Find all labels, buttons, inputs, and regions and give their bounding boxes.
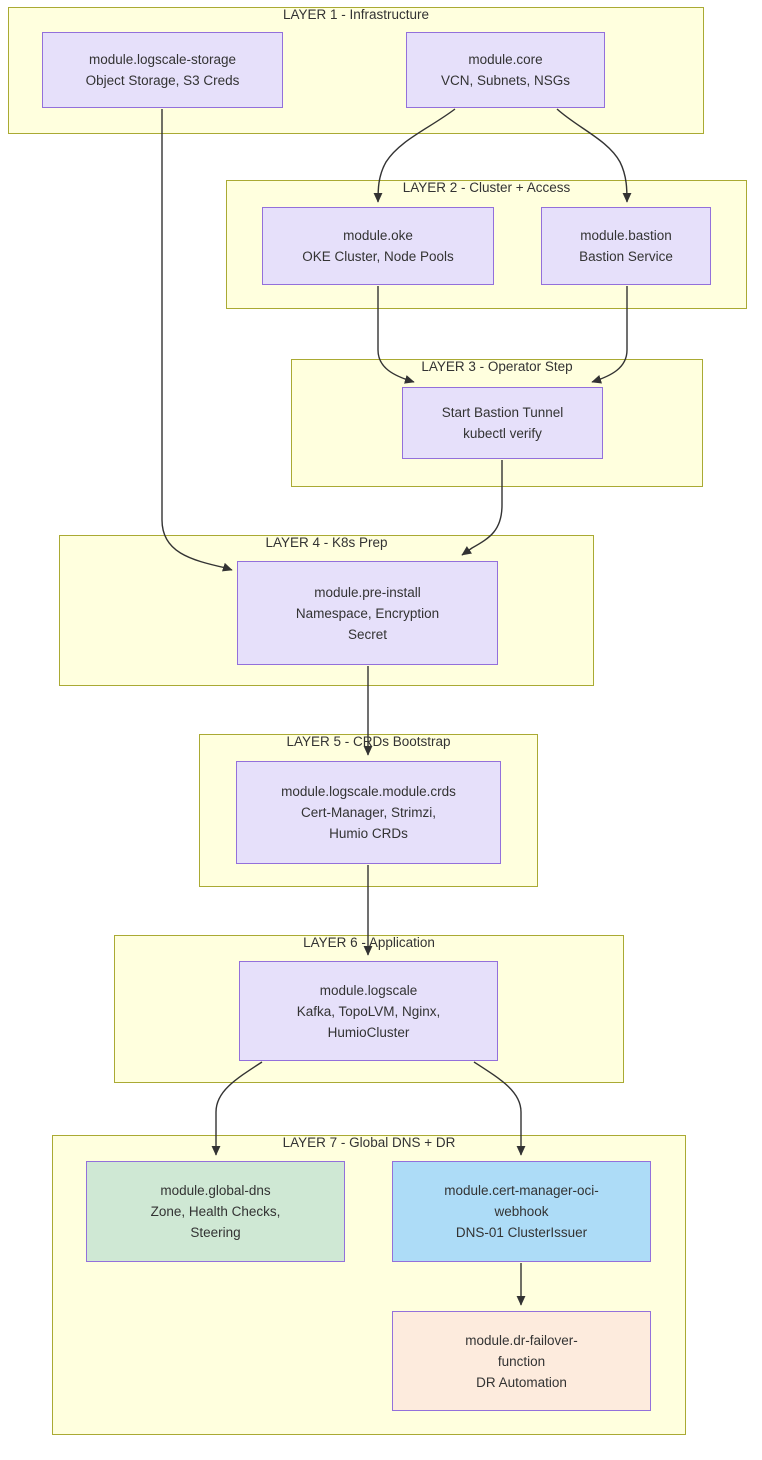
node-line: module.oke <box>343 228 413 243</box>
layer-title-layer3: LAYER 3 - Operator Step <box>421 359 573 374</box>
node-line: Kafka, TopoLVM, Nginx, <box>296 1003 441 1019</box>
node-line: Cert-Manager, Strimzi, <box>300 805 437 820</box>
node-cert-manager-oci-webhook[interactable]: module.cert-manager-oci- webhook DNS-01 … <box>392 1161 651 1262</box>
node-line: HumioCluster <box>327 1024 410 1040</box>
node-line: module.cert-manager-oci- <box>444 1183 599 1198</box>
node-line: module.pre-install <box>314 584 421 600</box>
node-line: DR Automation <box>476 1374 567 1390</box>
node-core[interactable]: module.core VCN, Subnets, NSGs <box>406 32 605 108</box>
node-line: OKE Cluster, Node Pools <box>302 249 454 264</box>
layer-title-layer2: LAYER 2 - Cluster + Access <box>402 180 571 195</box>
node-global-dns[interactable]: module.global-dns Zone, Health Checks, S… <box>86 1161 345 1262</box>
node-bastion-tunnel[interactable]: Start Bastion Tunnel kubectl verify <box>402 387 603 459</box>
layer-title-layer4: LAYER 4 - K8s Prep <box>265 535 388 550</box>
node-pre-install[interactable]: module.pre-install Namespace, Encryption… <box>237 561 498 665</box>
node-line: module.logscale-storage <box>88 52 237 67</box>
node-line: module.global-dns <box>160 1183 271 1198</box>
node-logscale[interactable]: module.logscale Kafka, TopoLVM, Nginx, H… <box>239 961 498 1061</box>
node-line: function <box>497 1353 546 1369</box>
node-line: Object Storage, S3 Creds <box>85 73 240 88</box>
node-line: module.logscale.module.crds <box>281 784 456 799</box>
node-line: Humio CRDs <box>329 826 408 841</box>
layer-title-layer6: LAYER 6 - Application <box>303 935 435 950</box>
node-line: module.dr-failover- <box>465 1332 578 1348</box>
node-oke[interactable]: module.oke OKE Cluster, Node Pools <box>262 207 494 285</box>
node-line: kubectl verify <box>463 426 542 441</box>
layer-title-layer7: LAYER 7 - Global DNS + DR <box>282 1135 456 1150</box>
node-line: module.core <box>468 52 543 67</box>
node-line: Start Bastion Tunnel <box>441 405 564 420</box>
node-dr-failover-function[interactable]: module.dr-failover- function DR Automati… <box>392 1311 651 1411</box>
node-line: Secret <box>347 626 388 642</box>
edge-logscale-storage-to-pre-install <box>161 109 233 572</box>
layer-title-layer1: LAYER 1 - Infrastructure <box>282 7 430 22</box>
node-bastion[interactable]: module.bastion Bastion Service <box>541 207 711 285</box>
node-line: Namespace, Encryption <box>295 605 440 621</box>
node-line: Steering <box>190 1225 241 1240</box>
node-line: webhook <box>494 1204 549 1219</box>
node-line: Bastion Service <box>579 249 673 264</box>
node-crds[interactable]: module.logscale.module.crds Cert-Manager… <box>236 761 501 864</box>
node-line: VCN, Subnets, NSGs <box>440 73 571 88</box>
node-line: module.logscale <box>319 982 418 998</box>
node-logscale-storage[interactable]: module.logscale-storage Object Storage, … <box>42 32 283 108</box>
node-line: Zone, Health Checks, <box>150 1204 281 1219</box>
node-line: module.bastion <box>580 228 672 243</box>
node-line: DNS-01 ClusterIssuer <box>455 1225 588 1240</box>
layer-title-layer5: LAYER 5 - CRDs Bootstrap <box>286 734 451 749</box>
